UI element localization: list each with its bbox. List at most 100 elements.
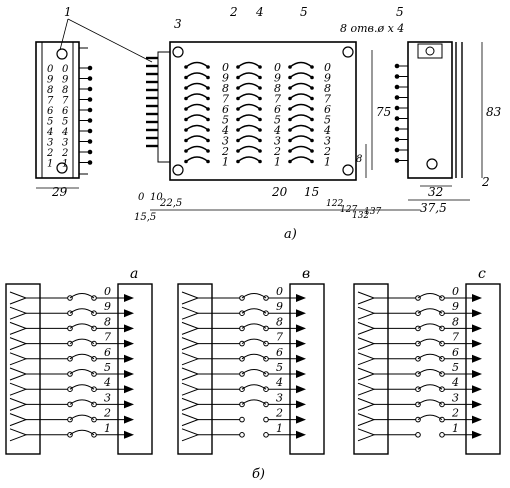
contact-spring (237, 135, 261, 142)
contact-spring (237, 103, 261, 110)
line-digit: 5 (452, 361, 459, 374)
line-digit: 0 (452, 285, 459, 298)
line-digit: 4 (451, 376, 459, 389)
left-chevron (9, 382, 28, 396)
dim-83: 83 (486, 105, 502, 119)
side-view (394, 41, 463, 179)
right-block (289, 283, 325, 455)
left-chevron (9, 367, 28, 381)
line-digit: 1 (276, 422, 283, 435)
left-chevron (181, 291, 200, 305)
left-chevron (357, 428, 376, 442)
switch-contact (439, 416, 445, 423)
board-digit: 4 (221, 124, 229, 137)
arrow-head (296, 309, 306, 318)
switch-contact (263, 432, 269, 438)
switch-contact (67, 356, 73, 362)
line-digit: 3 (104, 391, 111, 404)
board-digit: 0 (274, 61, 281, 74)
dim-8: 8 (356, 154, 362, 165)
switch-contact (415, 416, 421, 423)
line-digit: 5 (104, 361, 111, 374)
front-digit-right: 1 (62, 159, 68, 170)
board-digit: 2 (221, 145, 229, 158)
board-digit: 0 (324, 61, 331, 74)
arrow-head (296, 354, 306, 363)
front-digit-left: 0 (47, 64, 54, 75)
front-digit-left: 1 (47, 159, 53, 170)
side-pin (394, 116, 400, 121)
switch-contact (239, 371, 245, 377)
switch-contact (239, 416, 245, 423)
switch-contact (67, 416, 73, 423)
dim-37-5: 37,5 (420, 201, 447, 215)
caption-b: б) (252, 467, 265, 482)
arrow-head (472, 354, 482, 363)
left-chevron (357, 413, 376, 427)
front-pin (87, 118, 93, 123)
switch-arc (241, 384, 267, 390)
callout-3: 3 (174, 17, 182, 31)
arrow-head (472, 385, 482, 394)
side-pin (394, 147, 400, 153)
line-digit: 6 (276, 346, 283, 359)
arrow-head (124, 294, 134, 302)
dim-122: 122 (326, 199, 343, 209)
left-chevron (181, 337, 200, 351)
front-digit-left: 4 (46, 127, 53, 138)
front-digit-left: 8 (47, 85, 53, 96)
line-digit: 5 (276, 361, 283, 374)
dim-20: 20 (271, 185, 288, 199)
contact-spring (185, 82, 209, 89)
front-pin (87, 65, 93, 71)
switch-contact (415, 340, 421, 347)
switch-contact (67, 432, 73, 438)
switch-contact (67, 401, 73, 408)
front-pin (87, 107, 93, 113)
switch-contact (239, 295, 245, 301)
arrow-head (472, 309, 482, 318)
left-chevron (357, 306, 376, 320)
switch-contact (239, 432, 245, 438)
switch-contact (263, 416, 269, 423)
left-chevron (9, 428, 28, 442)
side-view-pins (394, 63, 408, 163)
switch-arc (417, 399, 443, 405)
contact-spring (237, 82, 261, 89)
comb-edge (146, 56, 158, 148)
left-chevron (357, 321, 376, 335)
left-block (5, 283, 41, 455)
dim-22-5: 22,5 (159, 198, 182, 209)
contact-spring (289, 93, 313, 100)
switch-contact (91, 340, 97, 347)
dim-15: 15 (304, 185, 319, 199)
switch-contact (415, 325, 421, 332)
left-chevron (9, 352, 28, 366)
switch-arc (417, 308, 443, 314)
contact-spring (185, 124, 209, 131)
dim-127: 127 (340, 205, 357, 215)
side-pin (394, 126, 400, 132)
side-pin (394, 95, 400, 100)
board-digit: 5 (324, 114, 331, 127)
line-digit: 0 (276, 285, 283, 298)
front-pin (87, 160, 93, 165)
board-digit: 7 (274, 93, 281, 106)
contact-spring (185, 156, 209, 163)
switch-contact (439, 325, 445, 332)
arrow-head (124, 309, 134, 318)
switch-contact (91, 416, 97, 423)
contact-spring (237, 93, 261, 100)
contact-spring (289, 82, 313, 89)
board-digit: 8 (274, 82, 281, 95)
arrow-head (124, 415, 134, 424)
left-chevron (181, 306, 200, 320)
side-pin (394, 137, 400, 142)
switch-contact (239, 401, 245, 408)
dim-137: 137 (364, 207, 381, 217)
board-digit: 7 (222, 93, 229, 106)
